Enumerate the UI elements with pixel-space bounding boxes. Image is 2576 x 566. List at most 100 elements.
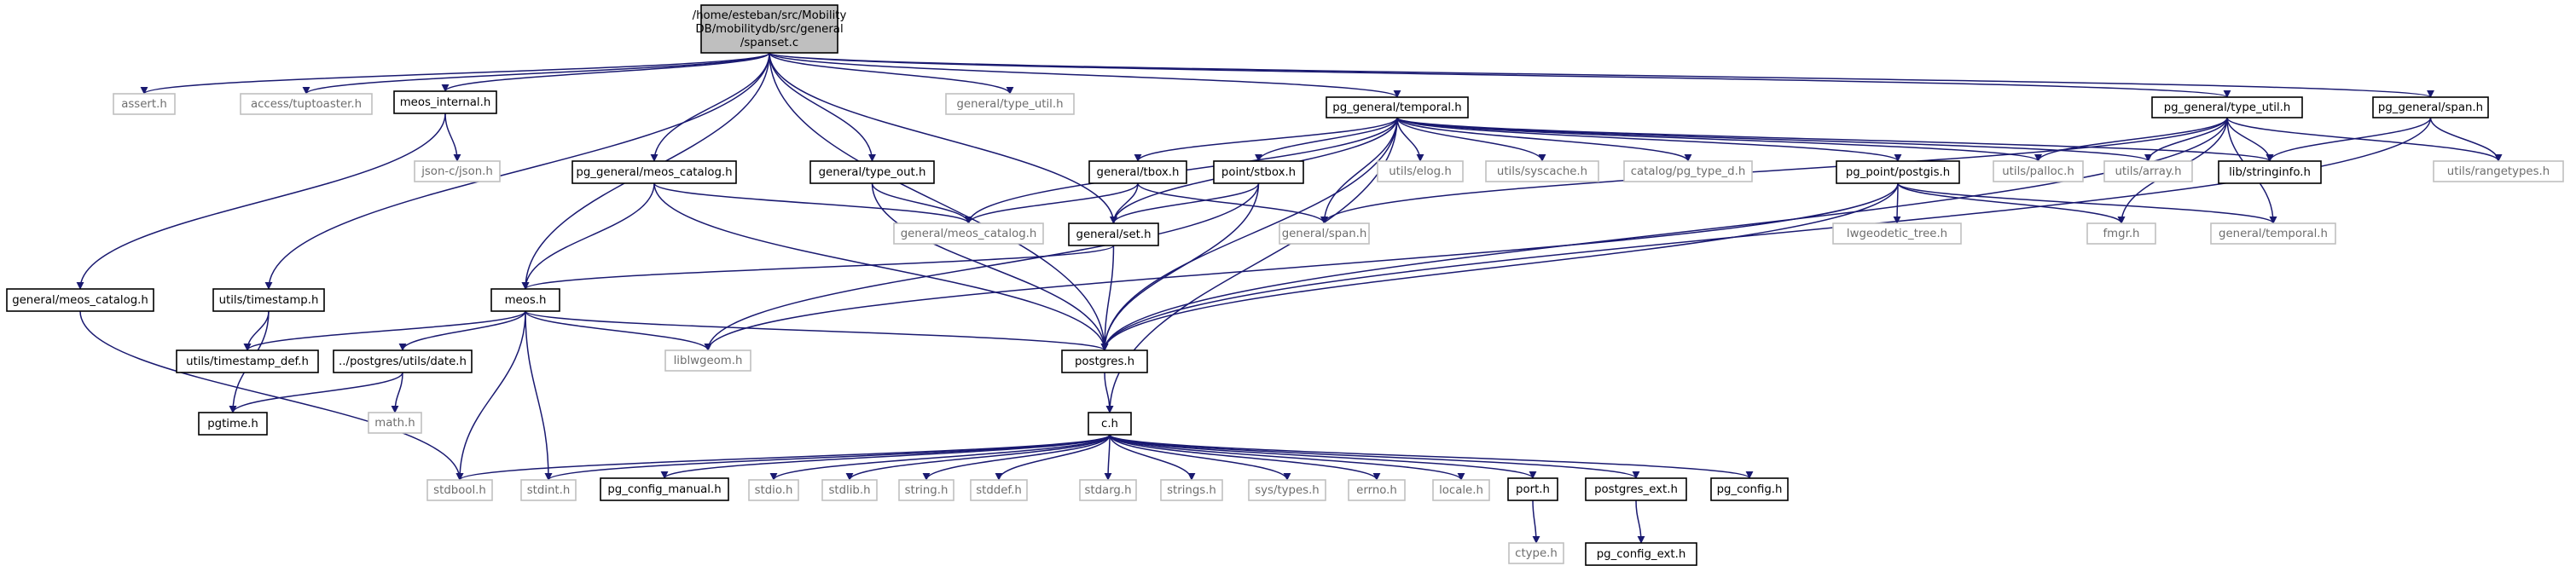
edge-line bbox=[1109, 434, 1537, 479]
node-box bbox=[748, 479, 799, 501]
node-meos-internal[interactable]: meos_internal.h bbox=[393, 90, 497, 114]
node-pg-type-util[interactable]: pg_general/type_util.h bbox=[2151, 96, 2303, 118]
node-pg-meos-catalog[interactable]: pg_general/meos_catalog.h bbox=[571, 160, 737, 184]
node-label: pg_general/meos_catalog.h bbox=[576, 166, 732, 179]
node-pgtime[interactable]: pgtime.h bbox=[198, 412, 268, 436]
node-label: lib/stringinfo.h bbox=[2229, 166, 2311, 179]
node-gen-temporal: general/temporal.h bbox=[2210, 222, 2336, 245]
node-pg-date[interactable]: ../postgres/utils/date.h bbox=[333, 349, 473, 373]
edge-pg_type_util-to-utils_palloc bbox=[2034, 117, 2228, 162]
edge-meos_internal-to-json bbox=[444, 113, 461, 162]
node-label: meos.h bbox=[505, 294, 547, 307]
edge-line bbox=[1396, 117, 2152, 162]
node-gen-type-out[interactable]: general/type_out.h bbox=[809, 160, 935, 184]
edge-gen_tbox-to-gen_set bbox=[1110, 182, 1139, 224]
node-gen-meos-catalog-left[interactable]: general/meos_catalog.h bbox=[6, 288, 154, 312]
node-label: point/stbox.h bbox=[1221, 166, 1296, 179]
edge-meos-to-postgres bbox=[525, 310, 1109, 351]
node-lib-stringinfo[interactable]: lib/stringinfo.h bbox=[2218, 160, 2322, 184]
node-box bbox=[2086, 222, 2156, 245]
node-stdlib: stdlib.h bbox=[821, 479, 878, 501]
node-json: json-c/json.h bbox=[414, 160, 501, 182]
edge-line bbox=[1396, 117, 1902, 162]
node-postgres-ext[interactable]: postgres_ext.h bbox=[1585, 477, 1687, 501]
node-pg-config-manual[interactable]: pg_config_manual.h bbox=[600, 477, 729, 501]
edge-line bbox=[302, 52, 770, 95]
node-box bbox=[1432, 479, 1490, 501]
edge-line bbox=[2226, 117, 2503, 162]
edge-line bbox=[1110, 182, 1139, 224]
node-pg-postgis[interactable]: pg_point/postgis.h bbox=[1836, 160, 1960, 184]
node-label: general/type_util.h bbox=[956, 98, 1063, 111]
node-point-stbox[interactable]: point/stbox.h bbox=[1213, 160, 1304, 184]
node-box bbox=[490, 288, 560, 312]
edge-line bbox=[769, 52, 2231, 98]
edge-gen_meos_catalog_left-to-stdbool bbox=[79, 310, 464, 481]
node-box bbox=[664, 349, 751, 372]
edge-line bbox=[1109, 434, 1291, 481]
node-box bbox=[2433, 160, 2564, 182]
edge-meos-to-liblwgeom bbox=[525, 310, 712, 351]
node-port[interactable]: port.h bbox=[1507, 477, 1558, 501]
node-pg-config-ext[interactable]: pg_config_ext.h bbox=[1585, 542, 1697, 566]
node-label: sys/types.h bbox=[1255, 484, 1320, 497]
node-meos[interactable]: meos.h bbox=[490, 288, 560, 312]
node-timestamp-def[interactable]: utils/timestamp_def.h bbox=[176, 349, 319, 373]
node-lwgeodetic: lwgeodetic_tree.h bbox=[1832, 222, 1962, 245]
edge-pg_meos_catalog-to-meos bbox=[521, 182, 655, 290]
node-label: port.h bbox=[1516, 483, 1550, 496]
edge-postgres_ext-to-pg_config_ext bbox=[1635, 500, 1645, 544]
node-label: utils/syscache.h bbox=[1497, 165, 1587, 178]
edge-line bbox=[391, 372, 403, 413]
node-ctype: ctype.h bbox=[1508, 542, 1564, 564]
edge-point_stbox-to-liblwgeom bbox=[704, 182, 1260, 351]
node-root[interactable]: /home/esteban/src/MobilityDB/mobilitydb/… bbox=[693, 4, 847, 54]
node-locale: locale.h bbox=[1432, 479, 1490, 501]
node-utils-timestamp[interactable]: utils/timestamp.h bbox=[212, 288, 325, 312]
edge-line bbox=[1134, 117, 1398, 162]
node-label: string.h bbox=[905, 484, 949, 497]
node-utils-palloc: utils/palloc.h bbox=[1993, 160, 2084, 182]
node-pg-span[interactable]: pg_general/span.h bbox=[2372, 96, 2489, 118]
node-label: postgres_ext.h bbox=[1594, 483, 1678, 496]
node-fmgr: fmgr.h bbox=[2086, 222, 2156, 245]
edge-c-to-pg_config bbox=[1109, 434, 1754, 479]
edge-pg_type_util-to-postgres bbox=[1100, 117, 2228, 351]
edge-line bbox=[229, 372, 403, 413]
edge-line bbox=[1100, 117, 2432, 351]
node-label: stdarg.h bbox=[1084, 484, 1131, 497]
node-postgres[interactable]: postgres.h bbox=[1061, 349, 1148, 373]
node-c[interactable]: c.h bbox=[1088, 412, 1132, 436]
node-label: assert.h bbox=[121, 98, 167, 111]
node-label: stdint.h bbox=[527, 484, 571, 497]
node-gen-set[interactable]: general/set.h bbox=[1068, 222, 1159, 246]
edge-line bbox=[922, 434, 1111, 481]
node-box bbox=[414, 160, 501, 182]
edge-pg_postgis-to-liblwgeom bbox=[704, 182, 1899, 351]
node-gen-tbox[interactable]: general/tbox.h bbox=[1088, 160, 1187, 184]
node-stddef: stddef.h bbox=[970, 479, 1028, 501]
edge-root-to-tuptoaster bbox=[302, 52, 770, 95]
node-box bbox=[426, 479, 493, 501]
node-label: stddef.h bbox=[976, 484, 1022, 497]
node-gen-span: general/span.h bbox=[1279, 222, 1370, 245]
node-box bbox=[1088, 412, 1132, 436]
node-box bbox=[970, 479, 1028, 501]
node-pg-temporal[interactable]: pg_general/temporal.h bbox=[1326, 96, 1469, 118]
edge-line bbox=[704, 182, 1899, 351]
edge-c-to-postgres_ext bbox=[1109, 434, 1640, 479]
edge-c-to-stdbool bbox=[455, 434, 1111, 481]
edge-line bbox=[264, 52, 770, 290]
node-label: utils/array.h bbox=[2115, 165, 2181, 178]
node-label: stdlib.h bbox=[828, 484, 870, 497]
edge-line bbox=[1104, 372, 1114, 413]
edge-line bbox=[660, 434, 1111, 479]
edge-line bbox=[525, 310, 712, 351]
edge-line bbox=[1396, 117, 2274, 162]
node-pg-config[interactable]: pg_config.h bbox=[1710, 477, 1789, 501]
edge-meos_internal-to-gen_meos_catalog_left bbox=[76, 113, 446, 290]
edge-gen_set-to-meos bbox=[521, 245, 1115, 290]
edge-pg_meos_catalog-to-gen_meos_catalog bbox=[653, 182, 972, 224]
node-label: pg_config_ext.h bbox=[1597, 548, 1686, 561]
edge-c-to-locale bbox=[1109, 434, 1465, 481]
